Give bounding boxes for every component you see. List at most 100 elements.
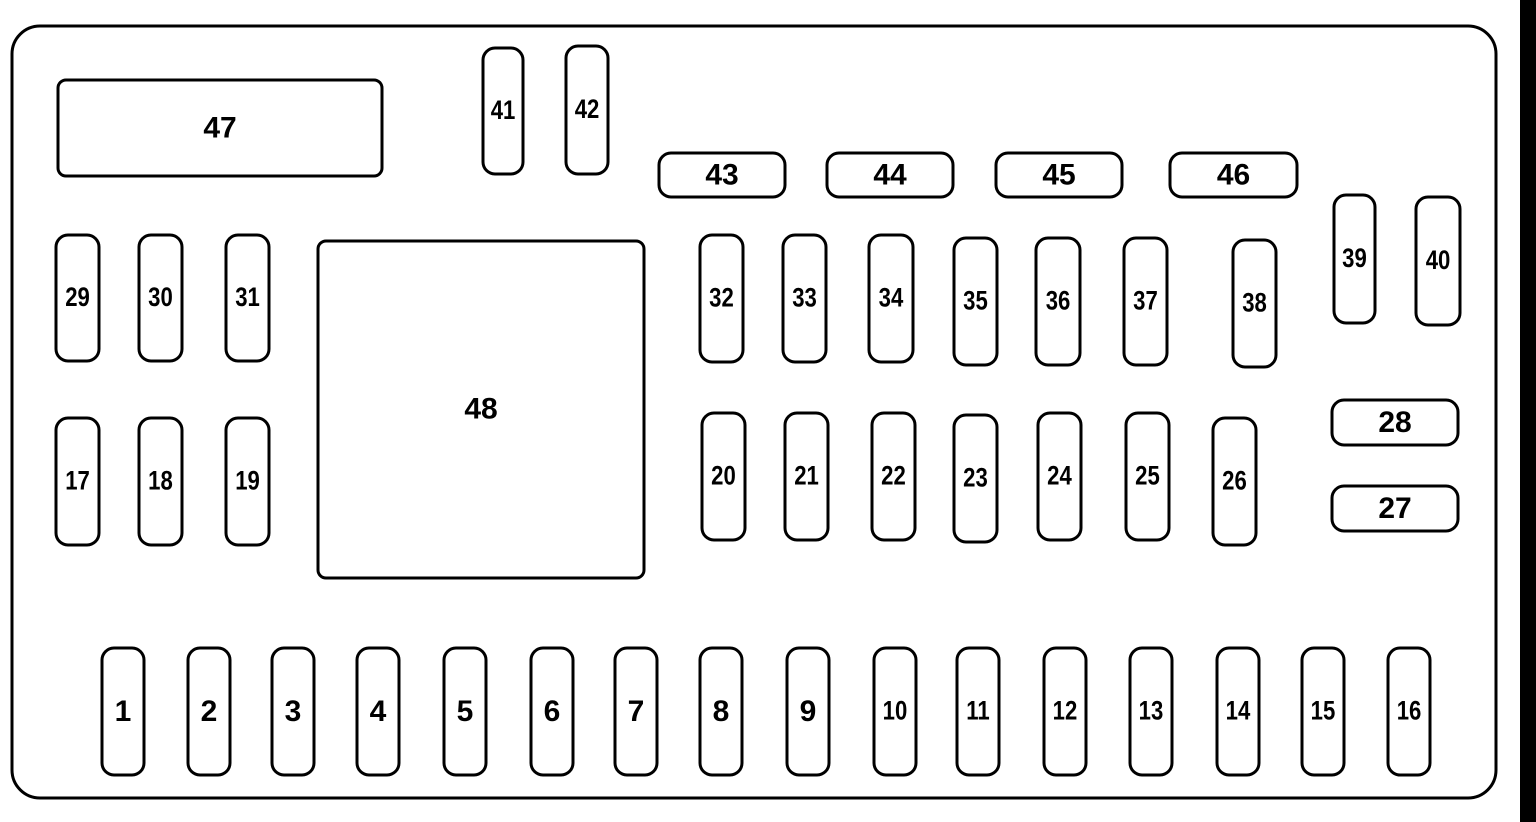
- fuse-41-outline: [481, 46, 525, 176]
- fuse-25: 25: [1124, 411, 1171, 542]
- fuse-46-outline: [1168, 151, 1299, 199]
- fuse-10-label: 10: [883, 697, 908, 727]
- fuse-21: 21: [783, 411, 830, 542]
- fuse-10-outline: [872, 646, 918, 777]
- fuse-45-label: 45: [1042, 159, 1075, 192]
- fuse-26: 26: [1211, 416, 1258, 547]
- fuse-23-label: 23: [963, 464, 988, 494]
- fuse-5: 5: [442, 646, 488, 777]
- fuse-13: 13: [1128, 646, 1174, 777]
- fuse-15-outline: [1300, 646, 1346, 777]
- fuse-23: 23: [952, 413, 999, 544]
- fuse-42: 42: [564, 44, 610, 176]
- fuse-25-outline: [1124, 411, 1171, 542]
- fuse-11-label: 11: [966, 697, 990, 727]
- fuse-45: 45: [994, 151, 1124, 199]
- fuse-13-outline: [1128, 646, 1174, 777]
- fuse-42-label: 42: [575, 95, 600, 125]
- fuse-40-outline: [1414, 195, 1462, 327]
- fuse-22-outline: [870, 411, 917, 542]
- fuse-22-label: 22: [881, 462, 906, 492]
- fuse-21-outline: [783, 411, 830, 542]
- fuse-16-label: 16: [1397, 697, 1422, 727]
- fuse-18-outline: [137, 416, 184, 547]
- fuse-39: 39: [1332, 193, 1377, 325]
- fuse-21-label: 21: [794, 462, 819, 492]
- fuse-12-outline: [1042, 646, 1088, 777]
- fuse-41: 41: [481, 46, 525, 176]
- edge-bar: [1520, 0, 1536, 822]
- fuse-37-label: 37: [1133, 287, 1158, 317]
- fuse-27-label: 27: [1378, 492, 1411, 525]
- fuse-48-label: 48: [464, 393, 497, 426]
- fuse-46: 46: [1168, 151, 1299, 199]
- fuse-22: 22: [870, 411, 917, 542]
- fuse-14: 14: [1215, 646, 1261, 777]
- fuse-8: 8: [698, 646, 744, 777]
- fuse-47-outline: [56, 78, 384, 178]
- fuse-17-outline: [54, 416, 101, 547]
- fuse-43-outline: [657, 151, 787, 199]
- fuse-4-label: 4: [370, 695, 387, 728]
- fuse-48: 48: [316, 239, 646, 580]
- fuse-33-label: 33: [792, 284, 817, 314]
- fuse-5-label: 5: [457, 695, 474, 728]
- fuse-9: 9: [785, 646, 831, 777]
- fuse-6-outline: [529, 646, 575, 777]
- fuse-43: 43: [657, 151, 787, 199]
- fuse-18: 18: [137, 416, 184, 547]
- fuse-17: 17: [54, 416, 101, 547]
- fuse-36-outline: [1034, 236, 1082, 367]
- fuse-1: 1: [100, 646, 146, 777]
- fuse-6: 6: [529, 646, 575, 777]
- fuse-38: 38: [1231, 238, 1278, 369]
- fuse-18-label: 18: [148, 467, 173, 497]
- fuse-10: 10: [872, 646, 918, 777]
- fuse-14-outline: [1215, 646, 1261, 777]
- fuse-37-outline: [1122, 236, 1169, 367]
- fuse-2-label: 2: [201, 695, 218, 728]
- fuse-44: 44: [825, 151, 955, 199]
- fuse-2: 2: [186, 646, 232, 777]
- fuse-29-label: 29: [65, 283, 90, 313]
- fuse-2-outline: [186, 646, 232, 777]
- fuse-36: 36: [1034, 236, 1082, 367]
- fuse-5-outline: [442, 646, 488, 777]
- fuse-28: 28: [1330, 398, 1460, 447]
- fuse-24: 24: [1036, 411, 1083, 542]
- fuse-24-label: 24: [1047, 462, 1072, 492]
- fuse-7-outline: [613, 646, 659, 777]
- fuse-16: 16: [1386, 646, 1432, 777]
- fuse-36-label: 36: [1046, 287, 1071, 317]
- fuse-39-label: 39: [1342, 244, 1367, 274]
- fuse-44-outline: [825, 151, 955, 199]
- fuse-38-label: 38: [1242, 289, 1267, 319]
- fuse-33-outline: [781, 233, 828, 364]
- fuse-28-label: 28: [1378, 406, 1411, 439]
- fuse-39-outline: [1332, 193, 1377, 325]
- fuse-31: 31: [224, 233, 271, 363]
- fuse-19: 19: [224, 416, 271, 547]
- fuse-17-label: 17: [65, 467, 90, 497]
- fuse-23-outline: [952, 413, 999, 544]
- fuse-19-outline: [224, 416, 271, 547]
- fuse-30-outline: [137, 233, 184, 363]
- fuse-12: 12: [1042, 646, 1088, 777]
- fuse-3-outline: [270, 646, 316, 777]
- fuse-40: 40: [1414, 195, 1462, 327]
- fuse-46-label: 46: [1217, 159, 1250, 192]
- fuse-44-label: 44: [873, 159, 907, 192]
- fuse-11: 11: [955, 646, 1001, 777]
- fuse-20-outline: [700, 411, 747, 542]
- fuse-42-outline: [564, 44, 610, 176]
- fuse-29: 29: [54, 233, 101, 363]
- fuse-13-label: 13: [1139, 697, 1164, 727]
- fuse-1-label: 1: [115, 695, 132, 728]
- fuse-15: 15: [1300, 646, 1346, 777]
- fuse-37: 37: [1122, 236, 1169, 367]
- fuse-41-label: 41: [491, 96, 516, 126]
- fuse-31-label: 31: [235, 283, 260, 313]
- fuse-33: 33: [781, 233, 828, 364]
